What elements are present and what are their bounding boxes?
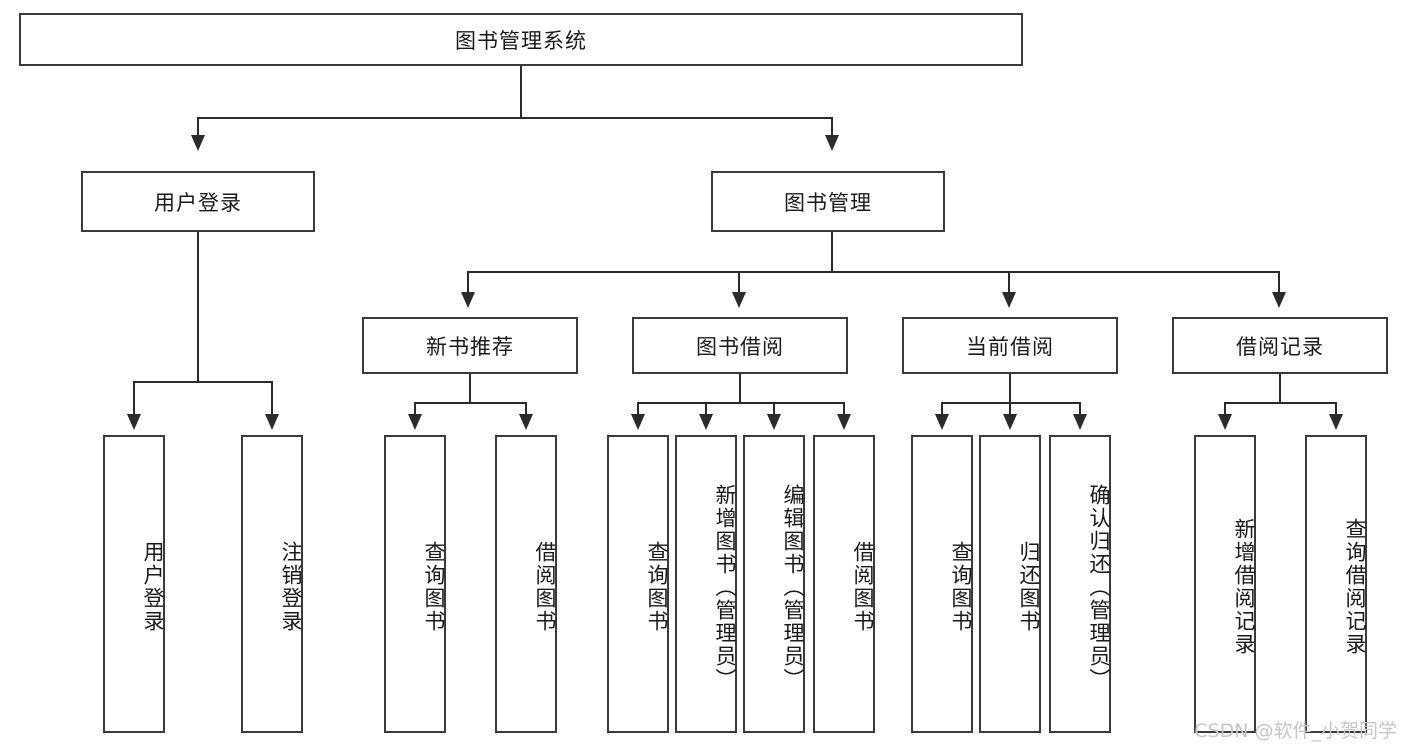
- node-current-borrow[interactable]: 当前借阅: [902, 317, 1118, 374]
- node-label: 图书借阅: [696, 334, 784, 359]
- connector-to-current-borrow: [1008, 271, 1010, 295]
- leaf-new-book-borrow-book[interactable]: 借阅图书: [495, 435, 557, 733]
- leaf-new-book-query-book[interactable]: 查询图书: [384, 435, 446, 733]
- connector-book-borrow-bus: [637, 402, 844, 404]
- node-label: 注销登录: [279, 541, 303, 633]
- node-label: 借阅图书: [533, 541, 557, 633]
- connector-level3-bus: [467, 271, 1278, 273]
- connector-bb-drop-2: [705, 402, 707, 417]
- connector-cb-drop-3: [1079, 402, 1081, 417]
- leaf-book-borrow-borrow-book[interactable]: 借阅图书: [813, 435, 875, 733]
- arrowhead-leaf-br-1: [1218, 414, 1232, 430]
- connector-to-book-management: [831, 117, 833, 139]
- leaf-book-borrow-edit-book-admin[interactable]: 编辑图书（管理员）: [743, 435, 805, 733]
- connector-new-book-recommend-stem: [469, 374, 471, 403]
- node-label: 新增借阅记录: [1232, 518, 1256, 656]
- arrowhead-borrow-records: [1272, 292, 1286, 308]
- node-user-login[interactable]: 用户登录: [81, 171, 315, 232]
- node-book-management[interactable]: 图书管理: [711, 171, 945, 232]
- connector-nbr-drop-1: [414, 402, 416, 417]
- node-label: 确认归还（管理员）: [1087, 483, 1111, 691]
- node-label: 查询借阅记录: [1343, 518, 1367, 656]
- arrowhead-leaf-cb-2: [1003, 414, 1017, 430]
- node-label: 编辑图书（管理员）: [781, 483, 805, 691]
- connector-book-management-stem: [831, 232, 833, 272]
- node-label: 图书管理: [784, 190, 872, 215]
- arrowhead-leaf-nbr-1: [408, 414, 422, 430]
- leaf-current-borrow-return-book[interactable]: 归还图书: [979, 435, 1041, 733]
- connector-br-drop-1: [1224, 402, 1226, 417]
- arrowhead-book-borrow: [732, 292, 746, 308]
- leaf-current-borrow-confirm-return-admin[interactable]: 确认归还（管理员）: [1049, 435, 1111, 733]
- leaf-user-login-logout[interactable]: 注销登录: [241, 435, 303, 733]
- leaf-book-borrow-add-book-admin[interactable]: 新增图书（管理员）: [675, 435, 737, 733]
- arrowhead-leaf-bb-2: [699, 414, 713, 430]
- connector-user-login-stem: [197, 232, 199, 382]
- connector-to-borrow-records: [1278, 271, 1280, 295]
- leaf-current-borrow-query-book[interactable]: 查询图书: [911, 435, 973, 733]
- arrowhead-leaf-br-2: [1329, 414, 1343, 430]
- node-label: 查询图书: [645, 541, 669, 633]
- arrowhead-leaf-nbr-2: [519, 414, 533, 430]
- connector-current-borrow-stem: [1009, 374, 1011, 403]
- arrowhead-new-book-recommend: [461, 292, 475, 308]
- node-label: 图书管理系统: [455, 28, 587, 53]
- connector-book-borrow-stem: [739, 374, 741, 403]
- connector-root-stem: [520, 66, 522, 118]
- leaf-borrow-records-query-record[interactable]: 查询借阅记录: [1305, 435, 1367, 733]
- node-label: 归还图书: [1017, 541, 1041, 633]
- node-root-book-management-system[interactable]: 图书管理系统: [19, 13, 1023, 66]
- node-label: 新书推荐: [426, 334, 514, 359]
- connector-to-user-login: [197, 117, 199, 139]
- node-label: 用户登录: [154, 190, 242, 215]
- arrowhead-current-borrow: [1002, 292, 1016, 308]
- connector-user-login-drop-2: [271, 381, 273, 417]
- connector-bb-drop-1: [637, 402, 639, 417]
- connector-cb-drop-1: [941, 402, 943, 417]
- connector-bb-drop-3: [773, 402, 775, 417]
- arrowhead-user-login: [191, 135, 205, 151]
- connector-current-borrow-bus: [941, 402, 1081, 404]
- connector-to-new-book-recommend: [467, 271, 469, 295]
- arrowhead-leaf-user-login-1: [127, 414, 141, 430]
- arrowhead-leaf-cb-3: [1073, 414, 1087, 430]
- node-label: 查询图书: [949, 541, 973, 633]
- leaf-user-login-login[interactable]: 用户登录: [103, 435, 165, 733]
- node-new-book-recommend[interactable]: 新书推荐: [362, 317, 578, 374]
- connector-borrow-records-bus: [1224, 402, 1337, 404]
- connector-borrow-records-stem: [1279, 374, 1281, 403]
- arrowhead-leaf-user-login-2: [265, 414, 279, 430]
- node-borrow-records[interactable]: 借阅记录: [1172, 317, 1388, 374]
- connector-br-drop-2: [1335, 402, 1337, 417]
- arrowhead-book-management: [825, 135, 839, 151]
- leaf-borrow-records-add-record[interactable]: 新增借阅记录: [1194, 435, 1256, 733]
- node-label: 新增图书（管理员）: [713, 483, 737, 691]
- connector-to-book-borrow: [738, 271, 740, 295]
- arrowhead-leaf-cb-1: [935, 414, 949, 430]
- node-book-borrow[interactable]: 图书借阅: [632, 317, 848, 374]
- node-label: 借阅记录: [1236, 334, 1324, 359]
- connector-user-login-bus: [133, 381, 273, 383]
- leaf-book-borrow-query-book[interactable]: 查询图书: [607, 435, 669, 733]
- arrowhead-leaf-bb-4: [837, 414, 851, 430]
- connector-new-book-recommend-bus: [414, 402, 527, 404]
- connector-cb-drop-2: [1009, 402, 1011, 417]
- node-label: 借阅图书: [851, 541, 875, 633]
- node-label: 用户登录: [141, 541, 165, 633]
- connector-user-login-drop-1: [133, 381, 135, 417]
- arrowhead-leaf-bb-3: [767, 414, 781, 430]
- arrowhead-leaf-bb-1: [631, 414, 645, 430]
- connector-nbr-drop-2: [525, 402, 527, 417]
- connector-bb-drop-4: [843, 402, 845, 417]
- node-label: 当前借阅: [966, 334, 1054, 359]
- node-label: 查询图书: [422, 541, 446, 633]
- connector-level2-bus: [197, 117, 833, 119]
